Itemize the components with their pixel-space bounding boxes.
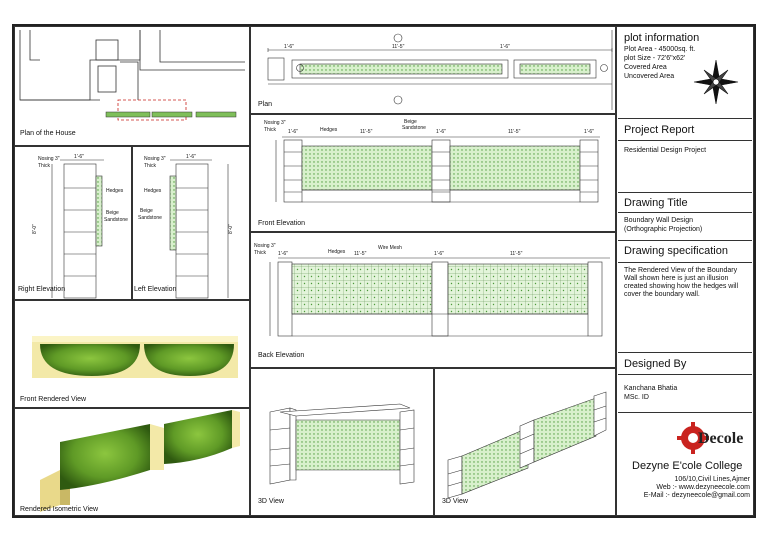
tb-divider-1: [618, 118, 752, 119]
label-beige-left: Beige: [140, 208, 153, 214]
dim-front-1: 1'-6": [288, 129, 298, 135]
drawing-spec-heading: Drawing specification: [624, 245, 728, 257]
caption-rendered-iso: Rendered Isometric View: [20, 506, 99, 513]
plot-size: plot Size - 72'6"x62': [624, 55, 686, 62]
dim-back-4: 11'-5": [510, 251, 523, 257]
college-email: E-Mail :- dezyneecole@gmail.com: [643, 492, 750, 499]
dim-left-top: 1'-6": [186, 154, 196, 160]
tb-divider-6: [618, 262, 752, 263]
rendered-iso-cell: [14, 408, 250, 516]
caption-front-elevation: Front Elevation: [258, 220, 306, 227]
dim-plan-mid: 11'-5": [392, 44, 405, 50]
front-elevation-cell: [250, 114, 616, 232]
designer-name: Kanchana Bhatia: [624, 385, 678, 392]
dim-plan-right: 1'-6": [500, 44, 510, 50]
dim-front-2: 11'-5": [360, 129, 373, 135]
label-beige-front: Beige: [404, 119, 417, 125]
drawing-title-heading: Drawing Title: [624, 197, 688, 209]
caption-3d-view-b: 3D View: [442, 498, 468, 505]
project-report-text: Residential Design Project: [624, 147, 707, 154]
label-thick-back: Thick: [254, 250, 266, 256]
label-sandstone-front: Sandstone: [402, 125, 426, 131]
dim-back-2: 11'-5": [354, 251, 367, 257]
label-beige-right: Beige: [106, 210, 119, 216]
label-hedges-left: Hedges: [144, 188, 162, 194]
label-sandstone-left: Sandstone: [138, 215, 162, 221]
caption-left-elevation: Left Elevation: [134, 286, 177, 293]
college-web: Web :- www.dezyneecole.com: [656, 484, 750, 491]
right-elevation-cell: [14, 146, 132, 300]
caption-3d-view-a: 3D View: [258, 498, 284, 505]
3d-view-b-cell: [434, 368, 616, 516]
plan-of-house-cell: [14, 26, 250, 146]
drawing-sheet: [12, 24, 756, 518]
tb-divider-9: [618, 412, 752, 413]
label-nosing-front: Nosing 3": [264, 120, 286, 126]
label-hedges-front: Hedges: [320, 127, 338, 133]
dim-left-side: 8'-0": [227, 224, 234, 234]
tb-divider-7: [618, 352, 752, 353]
3d-view-a-cell: [250, 368, 434, 516]
label-sandstone-right: Sandstone: [104, 217, 128, 223]
dim-right-top: 1'-6": [74, 154, 84, 160]
tb-divider-4: [618, 212, 752, 213]
dim-front-5: 1'-6": [584, 129, 594, 135]
label-nosing-left: Nosing 3": [144, 156, 166, 162]
caption-back-elevation: Back Elevation: [258, 352, 305, 359]
uncovered-area: Uncovered Area: [624, 73, 675, 80]
label-thick-left: Thick: [144, 163, 156, 169]
label-thick-right: Thick: [38, 163, 50, 169]
tb-divider-3: [618, 192, 752, 193]
dim-front-3: 1'-6": [436, 129, 446, 135]
logo-wordmark: Decole: [698, 430, 744, 447]
dim-right-side: 8'-0": [31, 224, 38, 234]
label-nosing-right: Nosing 3": [38, 156, 60, 162]
designer-degree: MSc. ID: [624, 394, 649, 401]
front-rendered-cell: [14, 300, 250, 408]
tb-divider-2: [618, 140, 752, 141]
label-wire-mesh: Wire Mesh: [378, 245, 402, 251]
college-address: 106/10,Civil Lines,Ajmer: [674, 476, 750, 483]
label-thick-front: Thick: [264, 127, 276, 133]
left-elevation-cell: [132, 146, 250, 300]
caption-plan-of-house: Plan of the House: [20, 130, 76, 137]
tb-divider-5: [618, 240, 752, 241]
back-elevation-cell: [250, 232, 616, 368]
plot-area: Plot Area - 45000sq. ft.: [624, 46, 696, 53]
drawing-spec-text: The Rendered View of the Boundary Wall s…: [624, 267, 739, 298]
tb-divider-8: [618, 374, 752, 375]
caption-right-elevation: Right Elevation: [18, 286, 66, 293]
dim-back-1: 1'-6": [278, 251, 288, 257]
dim-plan-left: 1'-6": [284, 44, 294, 50]
drawing-title-line1: Boundary Wall Design: [624, 217, 693, 224]
title-block: [616, 26, 754, 516]
label-hedges-back: Hedges: [328, 249, 346, 255]
plan-cell: [250, 26, 616, 114]
college-name: Dezyne E'cole College: [632, 460, 743, 472]
label-hedges-right: Hedges: [106, 188, 124, 194]
designed-by-heading: Designed By: [624, 358, 687, 370]
caption-plan: Plan: [258, 101, 273, 108]
caption-front-rendered: Front Rendered View: [20, 396, 87, 403]
dim-back-3: 1'-6": [434, 251, 444, 257]
label-nosing-back: Nosing 3": [254, 243, 276, 249]
project-report-heading: Project Report: [624, 124, 695, 136]
drawing-title-line2: (Orthographic Projection): [624, 226, 703, 233]
covered-area: Covered Area: [624, 64, 667, 71]
plot-info-heading: plot information: [624, 32, 700, 44]
dim-front-4: 11'-5": [508, 129, 521, 135]
